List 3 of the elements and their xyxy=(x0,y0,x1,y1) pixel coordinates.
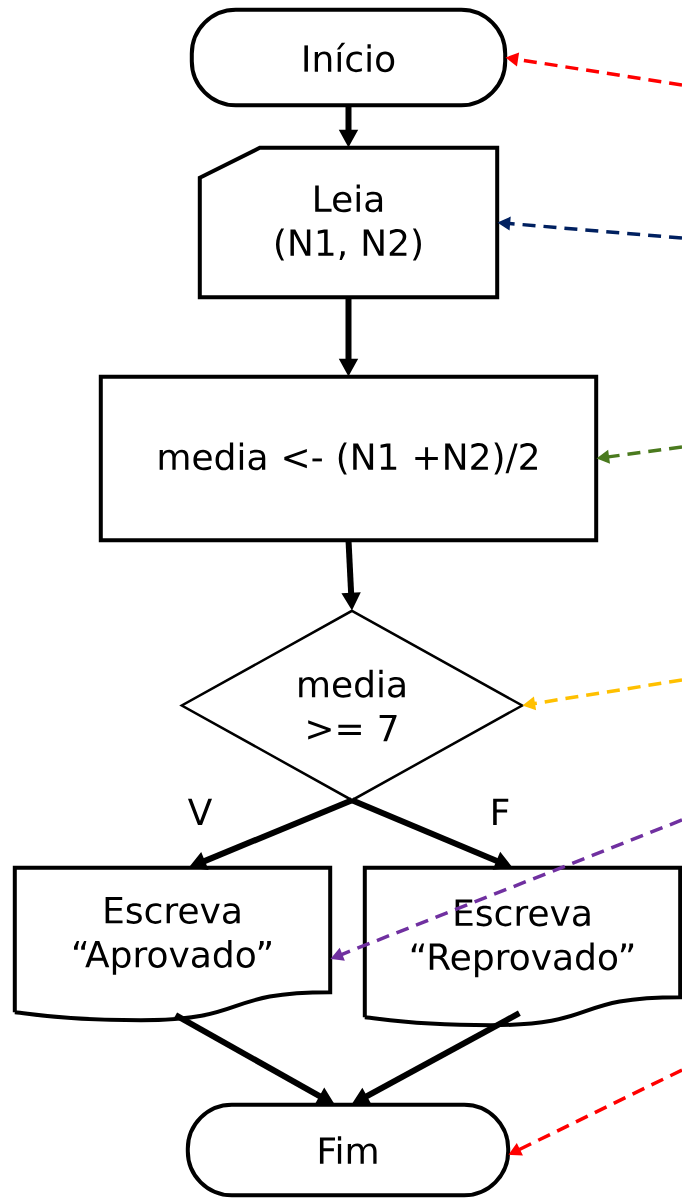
document-shape: Escreva “Aprovado” xyxy=(12,865,333,1023)
process-box: media <- (N1 +N2)/2 xyxy=(98,374,599,543)
document-shape: Escreva “Reprovado” xyxy=(362,865,682,1028)
